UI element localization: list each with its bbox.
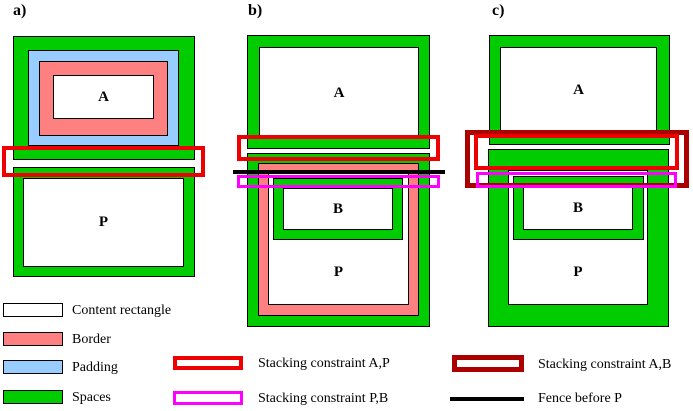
legend-swatch-border: [3, 332, 63, 346]
legend-label-constraint-ab: Stacking constraint A,B: [538, 357, 672, 372]
legend-swatch-constraint-pb: [173, 391, 243, 405]
legend-swatch-constraint-ap: [173, 356, 243, 370]
legend-swatch-spaces: [3, 390, 63, 404]
panel-c-stacking-constraint-ap-overlay: [474, 134, 679, 170]
panel-b-box-a-content-rect: A: [259, 47, 419, 139]
legend-label-constraint-ap: Stacking constraint A,P: [258, 356, 390, 371]
panel-b-stacking-constraint-pb-overlay: [237, 175, 440, 188]
panel-c-letter-p: P: [573, 264, 583, 280]
panel-b-stacking-constraint-ap-overlay: [237, 135, 440, 161]
panel-b-letter-p: P: [333, 264, 344, 280]
panel-b-letter-a: A: [333, 84, 345, 101]
panel-c-box-a-content-rect: A: [500, 47, 657, 133]
panel-c-box-b-content-rect: B: [523, 187, 633, 230]
legend-swatch-constraint-ab: [452, 355, 524, 372]
legend-label-spaces: Spaces: [72, 390, 111, 405]
panel-c-label: c): [492, 2, 505, 19]
panel-b-letter-b: B: [332, 200, 343, 217]
panel-c-letter-p-area: P: [508, 240, 648, 305]
panel-b-fence-line: [233, 170, 445, 174]
panel-a-box-a-content-rect: A: [53, 75, 154, 119]
panel-c-stacking-constraint-pb-overlay: [476, 172, 677, 188]
panel-b-label: b): [248, 2, 263, 19]
panel-a-stacking-constraint-ap-overlay: [2, 146, 205, 177]
panel-c-letter-b: B: [572, 200, 583, 216]
legend-label-fence: Fence before P: [538, 391, 622, 406]
panel-b-box-b-content-rect: B: [283, 188, 393, 230]
legend-swatch-fence-line: [450, 397, 524, 401]
legend-swatch-content-rectangle: [3, 303, 63, 317]
panel-a-box-p-content-rect: P: [23, 178, 184, 267]
legend-label-padding: Padding: [72, 360, 118, 375]
legend-label-border: Border: [72, 332, 111, 347]
legend-swatch-padding: [3, 360, 63, 374]
panel-a-letter-a: A: [98, 88, 109, 105]
panel-a-letter-p: P: [98, 214, 109, 230]
panel-b-letter-p-area: P: [268, 240, 409, 305]
panel-a-label: a): [13, 2, 27, 19]
legend-label-constraint-pb: Stacking constraint P,B: [258, 391, 389, 406]
legend-label-content-rectangle: Content rectangle: [72, 303, 172, 318]
panel-c-letter-a: A: [573, 81, 584, 98]
